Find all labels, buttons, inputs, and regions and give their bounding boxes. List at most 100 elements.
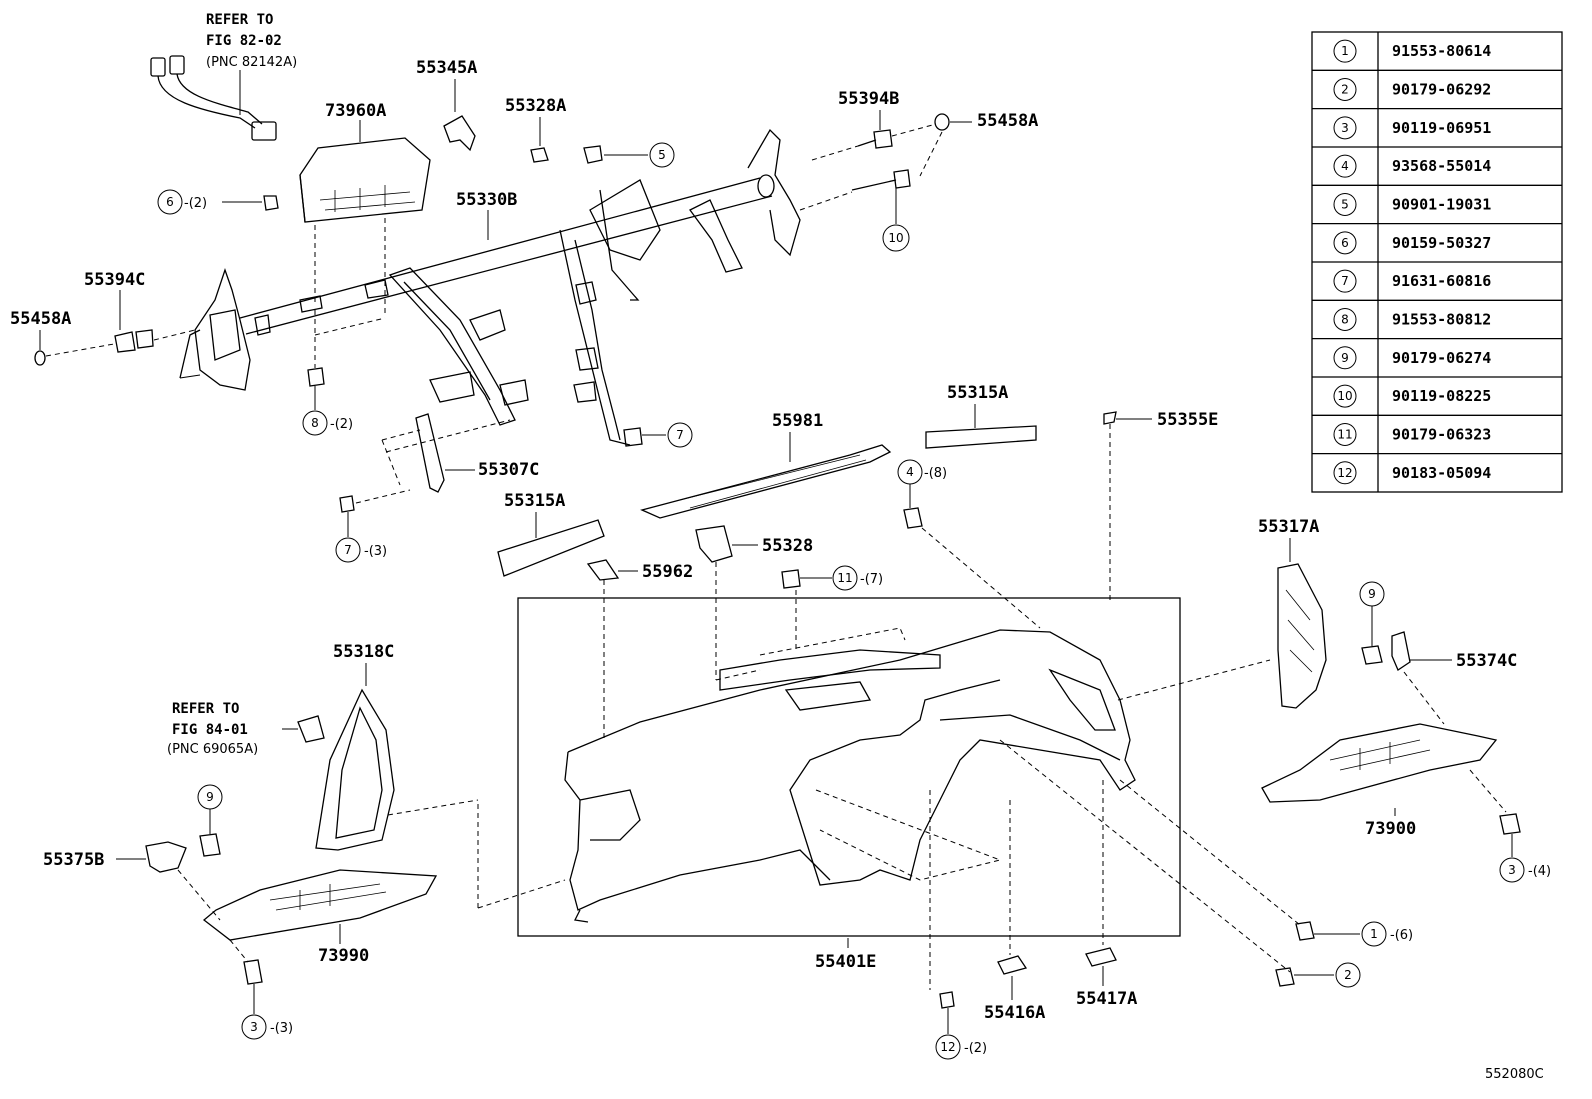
bracket-55374C: 55374C [1391, 631, 1517, 725]
glove-box-73900: 73900 [1261, 723, 1507, 839]
callout-2: 2 [1275, 962, 1361, 988]
parts-table-part-number: 93568-55014 [1392, 157, 1491, 175]
clip-55355E: 55355E [1103, 410, 1218, 600]
parts-table-part-number: 91553-80812 [1392, 310, 1491, 328]
parts-table-part-number: 90179-06323 [1392, 425, 1491, 443]
panel-frame [517, 597, 1181, 937]
svg-text:10: 10 [888, 231, 903, 245]
svg-text:2: 2 [1344, 968, 1352, 982]
callout-circle [1333, 422, 1357, 446]
svg-text:6: 6 [166, 195, 174, 209]
svg-text:-(7): -(7) [860, 572, 883, 587]
svg-text:-(2): -(2) [964, 1041, 987, 1056]
callout-circle [1333, 307, 1357, 331]
callout-circle [1333, 384, 1357, 408]
callout-7-center: 7 [623, 422, 693, 448]
label-73960A: 73960A [325, 101, 386, 121]
pad-55315A-right: 55315A [925, 383, 1037, 449]
svg-text:5: 5 [658, 148, 666, 162]
label-55318C: 55318C [333, 642, 394, 662]
bracket-55328: 55328 [695, 525, 813, 680]
parts-table-num: 12 [1337, 466, 1352, 480]
label-55394C: 55394C [84, 270, 145, 290]
parts-table-num: 7 [1341, 274, 1349, 288]
label-73900: 73900 [1365, 819, 1416, 839]
parts-table-part-number: 90159-50327 [1392, 234, 1491, 252]
callout-circle [1333, 192, 1357, 216]
label-55375B: 55375B [43, 850, 104, 870]
label-55962: 55962 [642, 562, 693, 582]
callout-circle [1333, 77, 1357, 101]
callout-1: 1 -(6) [1295, 921, 1413, 947]
parts-table-part-number: 91553-80614 [1392, 42, 1491, 60]
label-55328: 55328 [762, 536, 813, 556]
svg-text:-(3): -(3) [364, 544, 387, 559]
callout-11: 11 -(7) [781, 565, 883, 650]
label-55981: 55981 [772, 411, 823, 431]
callout-9-right: 9 [1359, 581, 1385, 665]
label-55330B: 55330B [456, 190, 517, 210]
svg-text:-(2): -(2) [184, 196, 207, 211]
pad-55315A-left: 55315A [497, 491, 605, 577]
parts-table-part-number: 90119-08225 [1392, 387, 1491, 405]
parts-table-row: 12 90183-05094 [1312, 452, 1562, 485]
svg-text:3: 3 [1508, 863, 1516, 877]
parts-table-row: 4 93568-55014 [1312, 146, 1562, 178]
label-55355E: 55355E [1157, 410, 1218, 430]
wire-ref-pnc: (PNC 82142A) [206, 55, 297, 70]
callout-3-left: 3 -(3) [241, 959, 293, 1040]
nut-55394C: 55394C [84, 270, 196, 353]
svg-text:9: 9 [1368, 587, 1376, 601]
label-55315A-left: 55315A [504, 491, 565, 511]
duct-ref-pnc: (PNC 69065A) [167, 742, 258, 757]
callout-8: 8 -(2) [302, 310, 353, 436]
label-55328A: 55328A [505, 96, 566, 116]
clip-55417A: 55417A [1076, 947, 1137, 1009]
wire-harness-reference: REFER TO FIG 82-02 (PNC 82142A) [150, 12, 297, 141]
label-55317A: 55317A [1258, 517, 1319, 537]
label-55394B: 55394B [838, 89, 899, 109]
svg-text:-(2): -(2) [330, 417, 353, 432]
parts-table-num: 8 [1341, 312, 1349, 326]
parts-table-row: 8 91553-80812 [1312, 299, 1562, 331]
washer-55458A-left: 55458A [10, 309, 115, 366]
parts-table-part-number: 90179-06292 [1392, 80, 1491, 98]
callout-6: 6 -(2) [157, 189, 279, 215]
svg-text:11: 11 [837, 571, 852, 585]
duct-reference: REFER TO FIG 84-01 (PNC 69065A) [167, 701, 325, 757]
svg-text:12: 12 [940, 1040, 955, 1054]
callout-10: 10 [799, 169, 911, 252]
label-55374C: 55374C [1456, 651, 1517, 671]
callout-circle [1333, 461, 1357, 485]
parts-table-part-number: 90183-05094 [1392, 464, 1491, 482]
label-55401E: 55401E [815, 952, 876, 972]
svg-text:1: 1 [1370, 927, 1378, 941]
callout-circle [1333, 116, 1357, 140]
callout-7-left: 7 -(3) [335, 489, 411, 563]
callout-4: 4 -(8) [897, 459, 1041, 629]
callout-12: 12 -(2) [935, 991, 987, 1060]
callout-5: 5 [583, 142, 675, 168]
callout-circle [1333, 346, 1357, 370]
parts-table-num: 5 [1341, 197, 1349, 211]
parts-table-part-number: 90179-06274 [1392, 349, 1491, 367]
callout-circle [1333, 231, 1357, 255]
svg-text:4: 4 [906, 465, 914, 479]
airbag-assembly-73960A: 73960A [299, 101, 431, 336]
parts-table-num: 4 [1341, 159, 1349, 173]
wire-harness-drawing [150, 55, 277, 141]
glove-box-73990: 73990 [202, 869, 438, 966]
label-55345A: 55345A [416, 58, 477, 78]
label-55416A: 55416A [984, 1003, 1045, 1023]
clip-55416A: 55416A [984, 955, 1045, 1023]
callout-circle [1333, 154, 1357, 178]
